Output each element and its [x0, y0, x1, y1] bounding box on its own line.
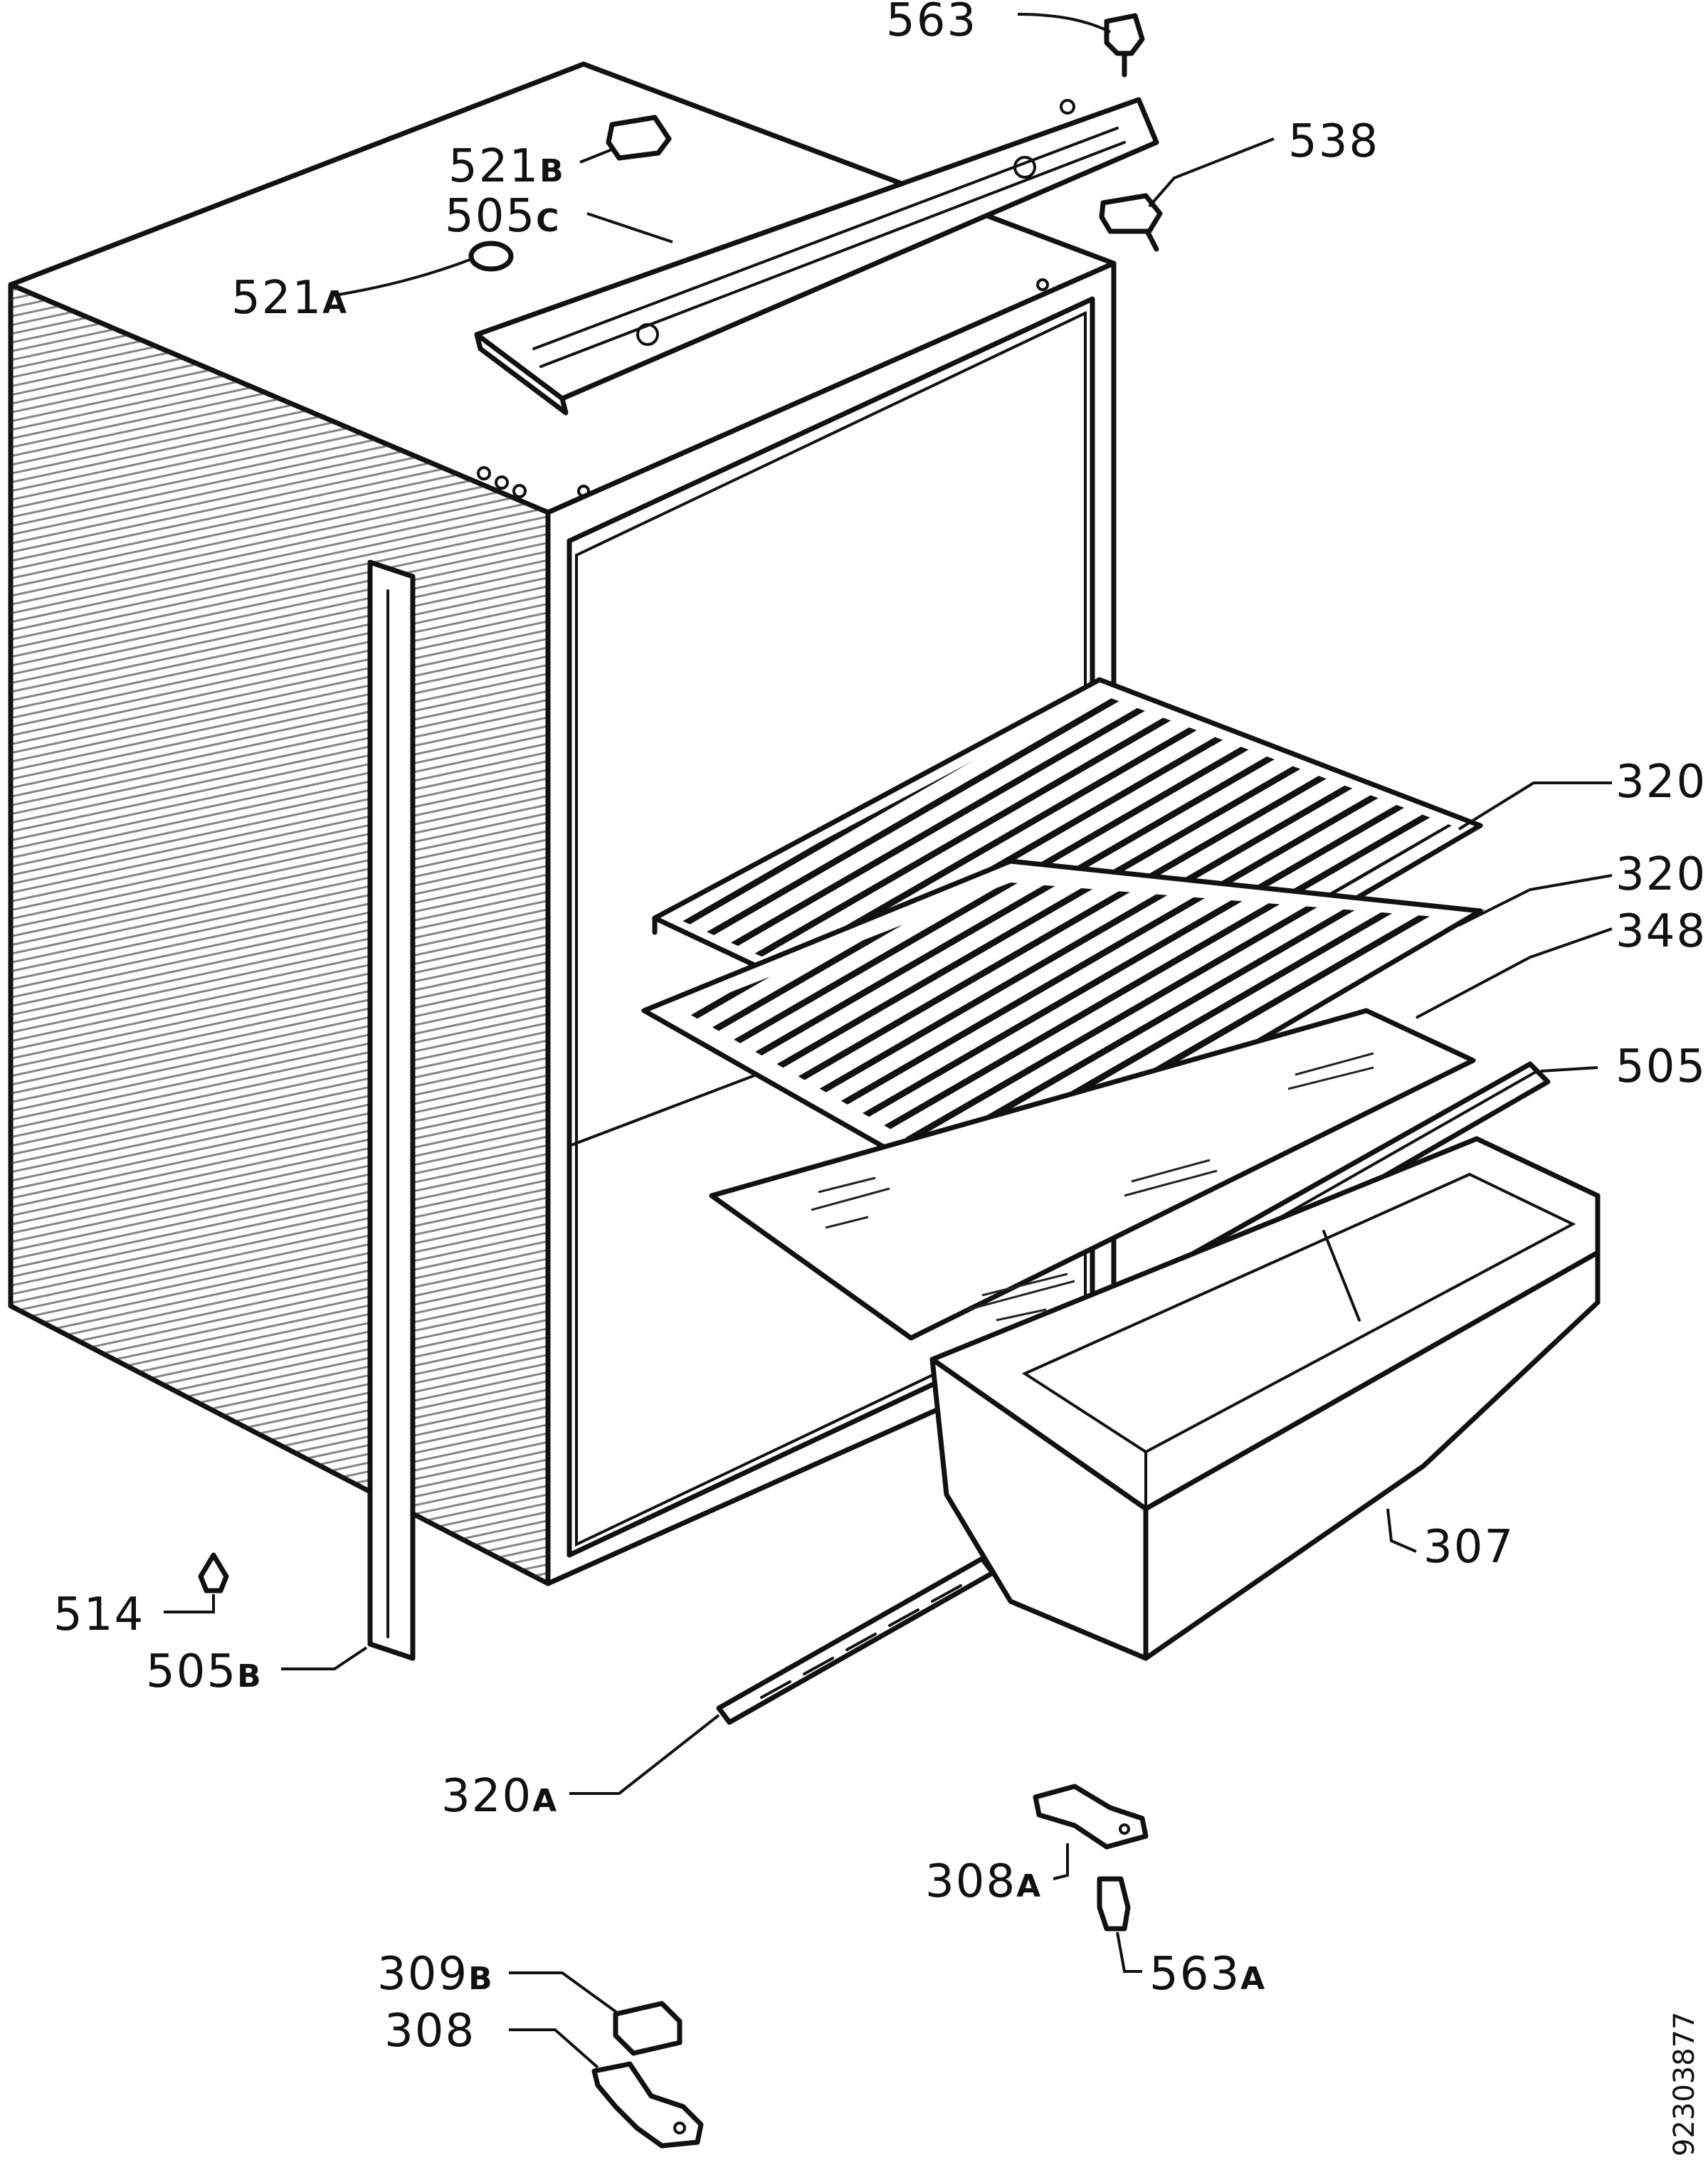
label-563: 563 [886, 0, 977, 47]
label-308a: 308A [925, 1855, 1042, 1908]
hinge-pin-538 [1099, 193, 1163, 252]
label-521a: 521A [231, 272, 348, 325]
label-505c: 505C [445, 190, 560, 243]
crisper-drawer [929, 1136, 1601, 1661]
label-514: 514 [53, 1589, 144, 1641]
label-505b: 505B [146, 1645, 263, 1698]
label-521b: 521B [448, 140, 565, 193]
wire-shelf-lower [640, 858, 1485, 1206]
cap-309b [613, 2001, 682, 2056]
label-348: 348 [1615, 905, 1707, 958]
label-307: 307 [1423, 1521, 1514, 1574]
cap-521b [606, 115, 672, 161]
label-505: 505 [1615, 1041, 1707, 1093]
rivet-514 [198, 1552, 229, 1594]
document-number: 92303877 [1668, 2011, 1701, 2156]
glass-shelf [709, 1008, 1476, 1341]
label-320-lower: 320 [1615, 848, 1707, 901]
top-mounting-rail [474, 97, 1159, 416]
label-308: 308 [384, 2005, 475, 2058]
drawer-slide-rail [716, 1556, 996, 1725]
label-320-upper: 320 [1615, 756, 1707, 808]
label-309b: 309B [377, 1948, 494, 2001]
hinge-bracket-308a [1033, 1784, 1149, 1850]
hinge-bracket-308 [591, 2061, 704, 2149]
cap-521a [468, 241, 514, 272]
hinge-pin-563a [1097, 1876, 1131, 1932]
label-320a: 320A [441, 1770, 558, 1823]
screw-563 [1104, 13, 1145, 78]
label-563a: 563A [1149, 1948, 1266, 2001]
leader-lines [164, 13, 1613, 2069]
door-seal-strip [367, 559, 416, 1661]
label-538: 538 [1288, 115, 1379, 168]
